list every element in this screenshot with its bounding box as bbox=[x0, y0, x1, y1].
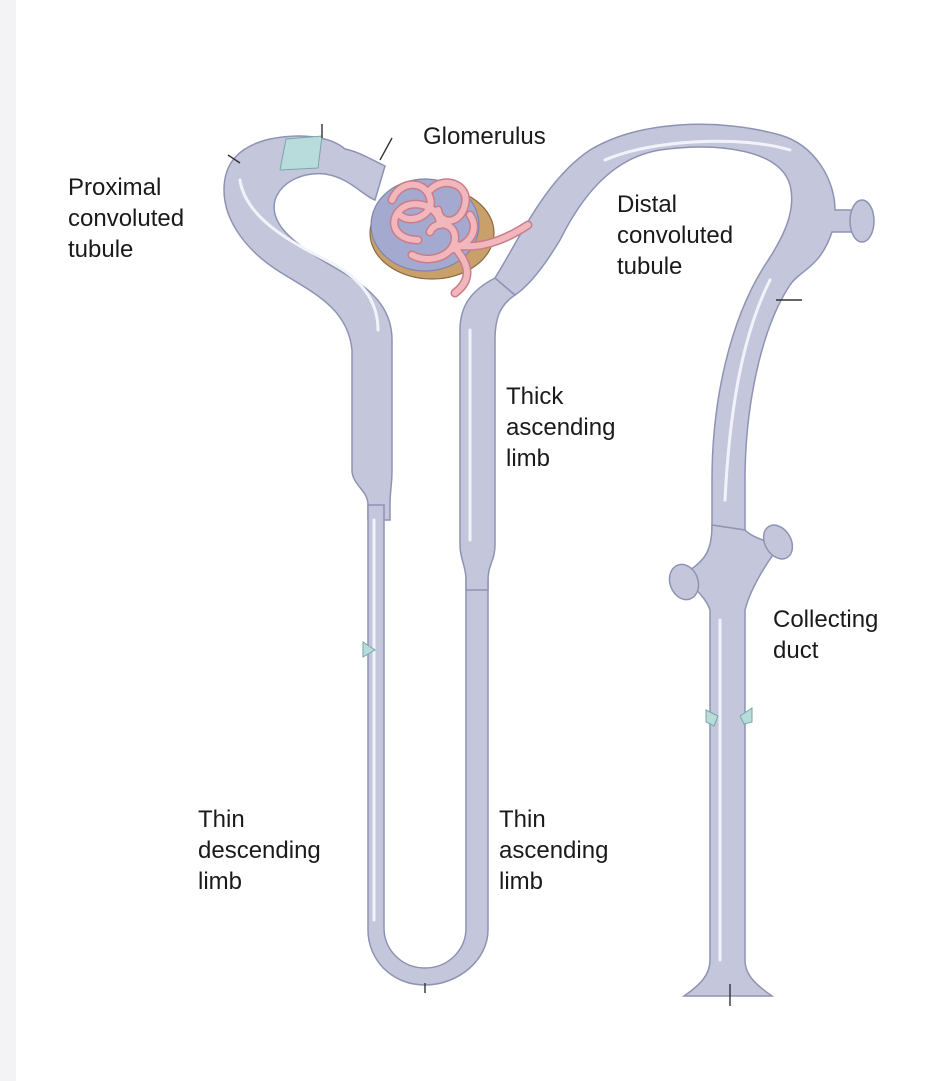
diagram-page: Glomerulus Proximal convoluted tubule Di… bbox=[16, 0, 938, 1081]
nephron-diagram bbox=[16, 0, 938, 1081]
label-thin-descending-limb: Thin descending limb bbox=[198, 804, 321, 897]
label-glomerulus: Glomerulus bbox=[423, 121, 546, 152]
proximal-marker bbox=[280, 136, 322, 170]
tick-glomerulus bbox=[380, 138, 392, 160]
label-proximal-convoluted-tubule: Proximal convoluted tubule bbox=[68, 172, 184, 265]
label-thin-ascending-limb: Thin ascending limb bbox=[499, 804, 608, 897]
label-thick-ascending-limb: Thick ascending limb bbox=[506, 381, 615, 474]
distal-branch-opening bbox=[850, 200, 874, 242]
proximal-convoluted-tubule bbox=[224, 136, 392, 520]
label-collecting-duct: Collecting duct bbox=[773, 604, 878, 666]
label-distal-convoluted-tubule: Distal convoluted tubule bbox=[617, 189, 733, 282]
